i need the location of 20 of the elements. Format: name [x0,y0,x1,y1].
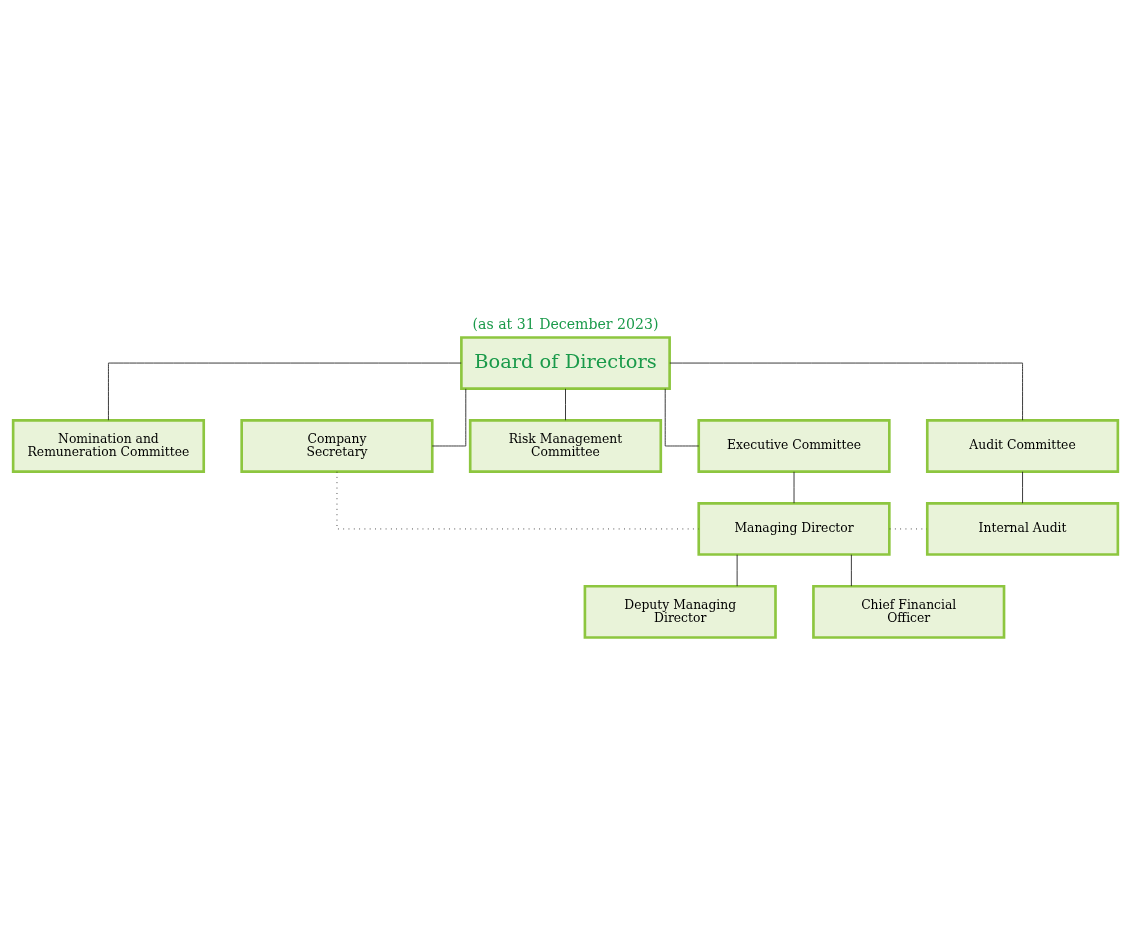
node-box: Internal Audit [925,501,1120,556]
node-box: Audit Committee [925,418,1120,473]
node-box: Managing Director [697,501,891,556]
connector [565,387,566,421]
node-box: Risk Management Committee [468,418,663,473]
connector [850,553,852,587]
connector [1022,470,1023,504]
connector [793,470,795,504]
node-box: Chief Financial Officer [812,584,1006,639]
connector [736,553,738,587]
connector [664,387,700,446]
connector [669,362,1023,421]
node-box: Executive Committee [697,418,891,473]
connector [431,387,467,446]
node-box: Deputy Managing Director [583,584,777,639]
diagram-title: (as at 31 December 2023) [472,315,659,332]
node-box: Board of Directors [460,335,671,390]
connector [108,362,462,421]
node-box: Company Secretary [240,418,434,473]
node-box: Nomination and Remuneration Committee [11,418,206,473]
